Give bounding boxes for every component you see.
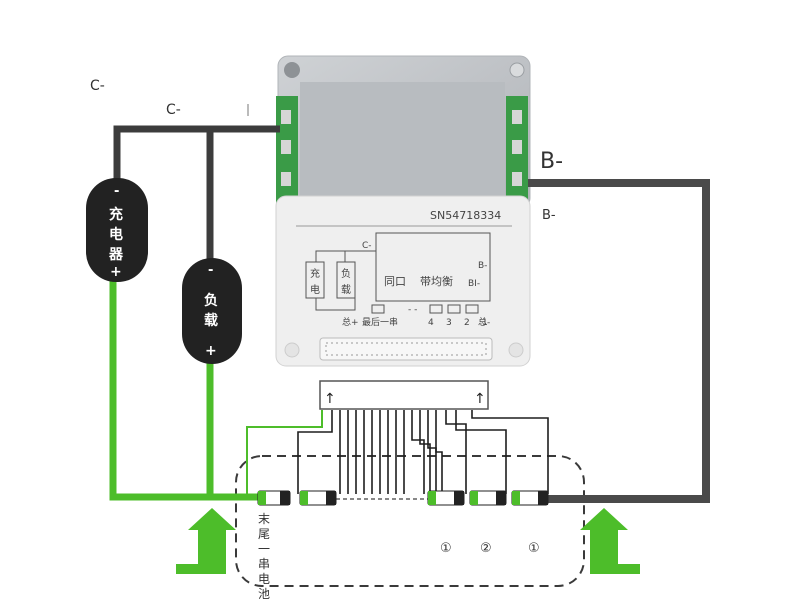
cell-number-circle: ① [528,541,540,556]
schematic-charger-1: 充 [310,267,320,280]
label-pad-2 [465,304,479,314]
pcb-pad-right-3 [512,172,522,186]
label-n3: 3 [446,318,452,328]
screw-hole-bottom-left [284,342,300,358]
balance-wire [297,410,333,494]
balance-wire [411,410,425,494]
arrow-icon [580,508,640,574]
schematic-c-minus: C- [362,241,372,251]
label-balance: 带均衡 [420,275,453,288]
charger-pill [86,178,148,282]
label-same-port: 同口 [384,275,406,288]
load: - 负 载 + [182,258,242,364]
board-connector [319,337,493,361]
last-cell-label-4: 串 [258,557,270,571]
schematic-charger-box [305,261,325,299]
pcb-pad-left-1 [281,110,291,124]
schematic-load-box [336,261,356,299]
schematic-b-minus: B- [478,261,487,271]
balance-connector-right-mark: ↑ [474,391,486,407]
charger-name-1: 充 [109,206,123,223]
charger-plus: + [110,264,122,280]
balance-wire [455,410,507,494]
label-b-minus-small: B- [542,208,556,223]
pcb-pad-right-2 [512,140,522,154]
battery-cell [427,490,465,506]
serial-number: SN54718334 [430,209,501,222]
last-cell-label-2: 尾 [258,527,270,541]
cell-number-circle: ② [480,541,492,556]
label-total-minus: 总- [478,316,490,328]
label-total-plus: 总+ [342,316,359,328]
charger-name-2: 电 [109,226,123,243]
schematic-box [375,232,491,302]
bms-board [276,55,531,212]
last-cell-label-5: 电 [258,572,270,586]
schematic-bi-minus: BI- [468,279,480,289]
label-pad-3 [447,304,461,314]
load-name-1: 负 [204,292,218,309]
balance-wire [471,410,549,494]
board-label-panel: SN54718334 C- B- BI- 充 电 负 载 同口 带均衡 总+ 最… [275,195,531,367]
last-cell-label-1: 末 [258,512,270,526]
schematic-wire-bottom [315,298,356,311]
schematic-load-2: 载 [341,284,351,296]
label-dashes: - - [408,305,417,315]
label-c-minus-inner: C- [166,102,181,118]
label-n2: 2 [464,318,470,328]
load-minus: - [208,263,213,278]
pcb-pad-right-1 [512,110,522,124]
wire-c-minus [113,125,280,182]
pcb-pad-left-3 [281,172,291,186]
balance-wire [427,410,437,494]
label-n4: 4 [428,318,434,328]
heatsink-inner [300,82,505,202]
label-pad-4 [429,304,443,314]
charger: - 充 电 器 + [86,178,148,282]
last-cell-label-6: 池 [258,587,270,601]
screw-hole-top-left [284,62,300,78]
load-plus: + [205,343,217,359]
battery-cell [469,490,507,506]
label-n1: 1 [482,318,488,328]
schematic-charger-2: 电 [310,283,320,296]
battery-cell-first [511,490,549,506]
label-c-minus-outer: C- [90,78,105,94]
load-name-2: 载 [204,312,218,329]
battery-cell-last [257,490,291,506]
charger-name-3: 器 [108,247,124,263]
label-last-cell: 最后一串 [362,317,398,328]
balance-wires [297,410,549,494]
battery-cell [299,490,337,506]
screw-hole-bottom-right [508,342,524,358]
battery-pack-outline [235,455,585,587]
schematic-wire-c [315,250,376,262]
last-cell-label-3: 一 [258,542,270,556]
pcb-pad-left-2 [281,140,291,154]
label-panel-bg [275,195,531,367]
battery-cells [257,490,549,506]
wire-total-plus-sense [246,410,323,497]
label-pad-last [371,304,385,314]
arrow-icon [176,508,236,574]
cell-number-circle: ① [440,541,452,556]
screw-hole-top-right [509,62,525,78]
schematic-load-1: 负 [341,267,351,280]
wire-b-minus [528,179,710,503]
balance-connector-left-mark: ↑ [324,391,336,407]
balance-wire [419,410,431,494]
balance-wire [435,410,443,494]
charger-minus: - [114,184,119,199]
label-b-minus-big: B- [540,149,563,174]
balance-connector [319,380,489,410]
load-pill [182,258,242,364]
board-connector-pins [325,342,487,356]
